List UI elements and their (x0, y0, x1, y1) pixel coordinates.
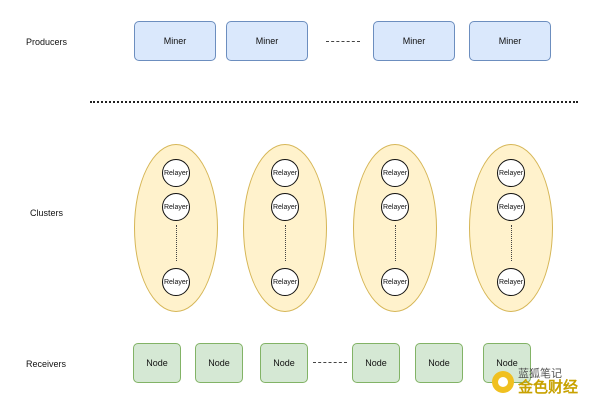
relayer-ellipsis (285, 225, 286, 261)
relayer-node: Relayer (271, 159, 299, 187)
relayer-node: Relayer (271, 193, 299, 221)
relayer-node: Relayer (381, 159, 409, 187)
relayer-node: Relayer (497, 193, 525, 221)
receivers-ellipsis (313, 362, 347, 363)
relayer-node: Relayer (497, 268, 525, 296)
section-separator (90, 101, 578, 103)
node-box-3: Node (260, 343, 308, 383)
receivers-label: Receivers (26, 359, 67, 369)
miner-box-2: Miner (226, 21, 308, 61)
cluster-1: Relayer Relayer Relayer (134, 144, 218, 312)
node-box-2: Node (195, 343, 243, 383)
relayer-node: Relayer (162, 193, 190, 221)
producers-ellipsis (326, 41, 360, 42)
relayer-ellipsis (395, 225, 396, 261)
cluster-3: Relayer Relayer Relayer (353, 144, 437, 312)
relayer-node: Relayer (381, 268, 409, 296)
watermark: 蓝狐笔记 金色财经 (492, 362, 598, 402)
miner-box-4: Miner (469, 21, 551, 61)
relayer-node: Relayer (162, 159, 190, 187)
relayer-ellipsis (176, 225, 177, 261)
producers-label: Producers (26, 37, 68, 47)
relayer-node: Relayer (271, 268, 299, 296)
node-box-4: Node (352, 343, 400, 383)
node-box-5: Node (415, 343, 463, 383)
relayer-node: Relayer (497, 159, 525, 187)
watermark-logo-icon (492, 371, 514, 393)
watermark-line-2: 金色财经 (518, 378, 579, 396)
relayer-node: Relayer (381, 193, 409, 221)
clusters-label: Clusters (30, 208, 64, 218)
node-box-1: Node (133, 343, 181, 383)
watermark-line-1: 蓝狐笔记 (518, 367, 562, 380)
cluster-4: Relayer Relayer Relayer (469, 144, 553, 312)
relayer-node: Relayer (162, 268, 190, 296)
relayer-ellipsis (511, 225, 512, 261)
cluster-2: Relayer Relayer Relayer (243, 144, 327, 312)
miner-box-1: Miner (134, 21, 216, 61)
miner-box-3: Miner (373, 21, 455, 61)
